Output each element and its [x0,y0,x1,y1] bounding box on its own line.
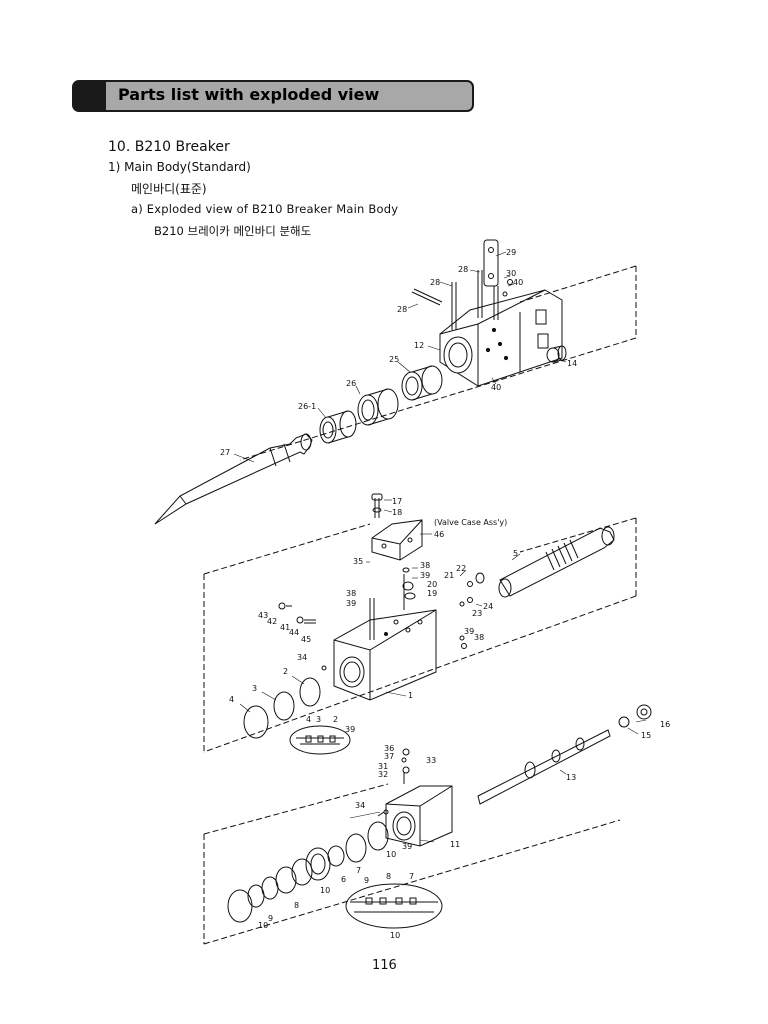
subsection-title-korean: 메인바디(표준) [131,182,207,196]
part-label: 18 [392,508,402,517]
part-label: 38 [346,589,356,598]
part-label: 32 [378,770,388,779]
part-label: 10 [390,931,400,940]
cylinder-assembly [203,493,637,755]
valve-case [371,519,423,561]
part-label: 9 [268,914,273,923]
part-label: 34 [355,801,365,810]
part-label: 45 [301,635,311,644]
part-label: 30 [506,269,516,278]
part-label: 41 [280,623,290,632]
part-label: 14 [567,359,577,368]
part-label: 10 [258,921,268,930]
banner-title-panel [106,82,472,110]
part-label: 39 [464,627,474,636]
part-label: 39 [346,599,356,608]
part-label: 26-1 [298,402,316,411]
part-label: 34 [297,653,307,662]
part-label: 37 [384,752,394,761]
banner-title: Parts list with exploded view [118,85,380,104]
part-label: 33 [426,756,436,765]
part-label: 25 [389,355,399,364]
part-label: 4 [306,715,311,724]
part-label: 15 [641,731,651,740]
part-label: 10 [320,886,330,895]
page-number: 116 [372,958,397,973]
part-labels: 29 28 30 40 28 28 12 14 25 40 26 26-1 27… [220,248,670,940]
part-label: 35 [353,557,363,566]
part-label: 27 [220,448,230,457]
part-label: 4 [229,695,234,704]
part-label: 42 [267,617,277,626]
front-head-assembly [154,239,637,525]
part-label: 39 [402,842,412,851]
valve-case-label: (Valve Case Ass'y) [434,518,507,527]
part-label: 28 [458,265,468,274]
item-title-korean: B210 브레이카 메인바디 분해도 [154,224,312,238]
part-label: 40 [491,383,501,392]
part-label: 21 [444,571,454,580]
part-label: 39 [420,571,430,580]
part-label: 3 [316,715,321,724]
part-label: 7 [409,872,414,881]
back-head-body [385,785,453,847]
subsection-title: 1) Main Body(Standard) [108,160,251,174]
part-label: 3 [252,684,257,693]
part-label: 2 [283,667,288,676]
part-label: 26 [346,379,356,388]
part-label: 22 [456,564,466,573]
front-head-body [439,289,563,387]
part-label: 16 [660,720,670,729]
back-head-assembly [203,704,652,945]
part-label: 8 [386,872,391,881]
chisel [154,433,313,525]
part-label: 39 [345,725,355,734]
part-label: 6 [341,875,346,884]
part-label: 43 [258,611,268,620]
part-label: 38 [420,561,430,570]
part-label: 19 [427,589,437,598]
section-title: 10. B210 Breaker [108,139,230,155]
part-label: 1 [408,691,413,700]
part-label: 13 [566,773,576,782]
part-label: 2 [333,715,338,724]
part-label: 11 [450,840,460,849]
part-label: 29 [506,248,516,257]
part-label: 20 [427,580,437,589]
part-label: 12 [414,341,424,350]
part-label: 28 [397,305,407,314]
item-title: a) Exploded view of B210 Breaker Main Bo… [131,202,399,216]
part-label: 28 [430,278,440,287]
part-label: 17 [392,497,402,506]
part-label: 23 [472,609,482,618]
piston [499,527,615,597]
part-label: 31 [378,762,388,771]
part-label: 7 [356,866,361,875]
leader-lines [233,251,647,843]
part-label: 9 [364,876,369,885]
part-label: 46 [434,530,444,539]
part-label: 5 [513,549,518,558]
part-label: 36 [384,744,394,753]
part-label: 10 [386,850,396,859]
part-label: 24 [483,602,493,611]
part-label: 44 [289,628,299,637]
section-banner: Parts list with exploded view [72,80,474,112]
rod [477,729,611,805]
part-label: 8 [294,901,299,910]
part-label: 40 [513,278,523,287]
part-label: 38 [474,633,484,642]
